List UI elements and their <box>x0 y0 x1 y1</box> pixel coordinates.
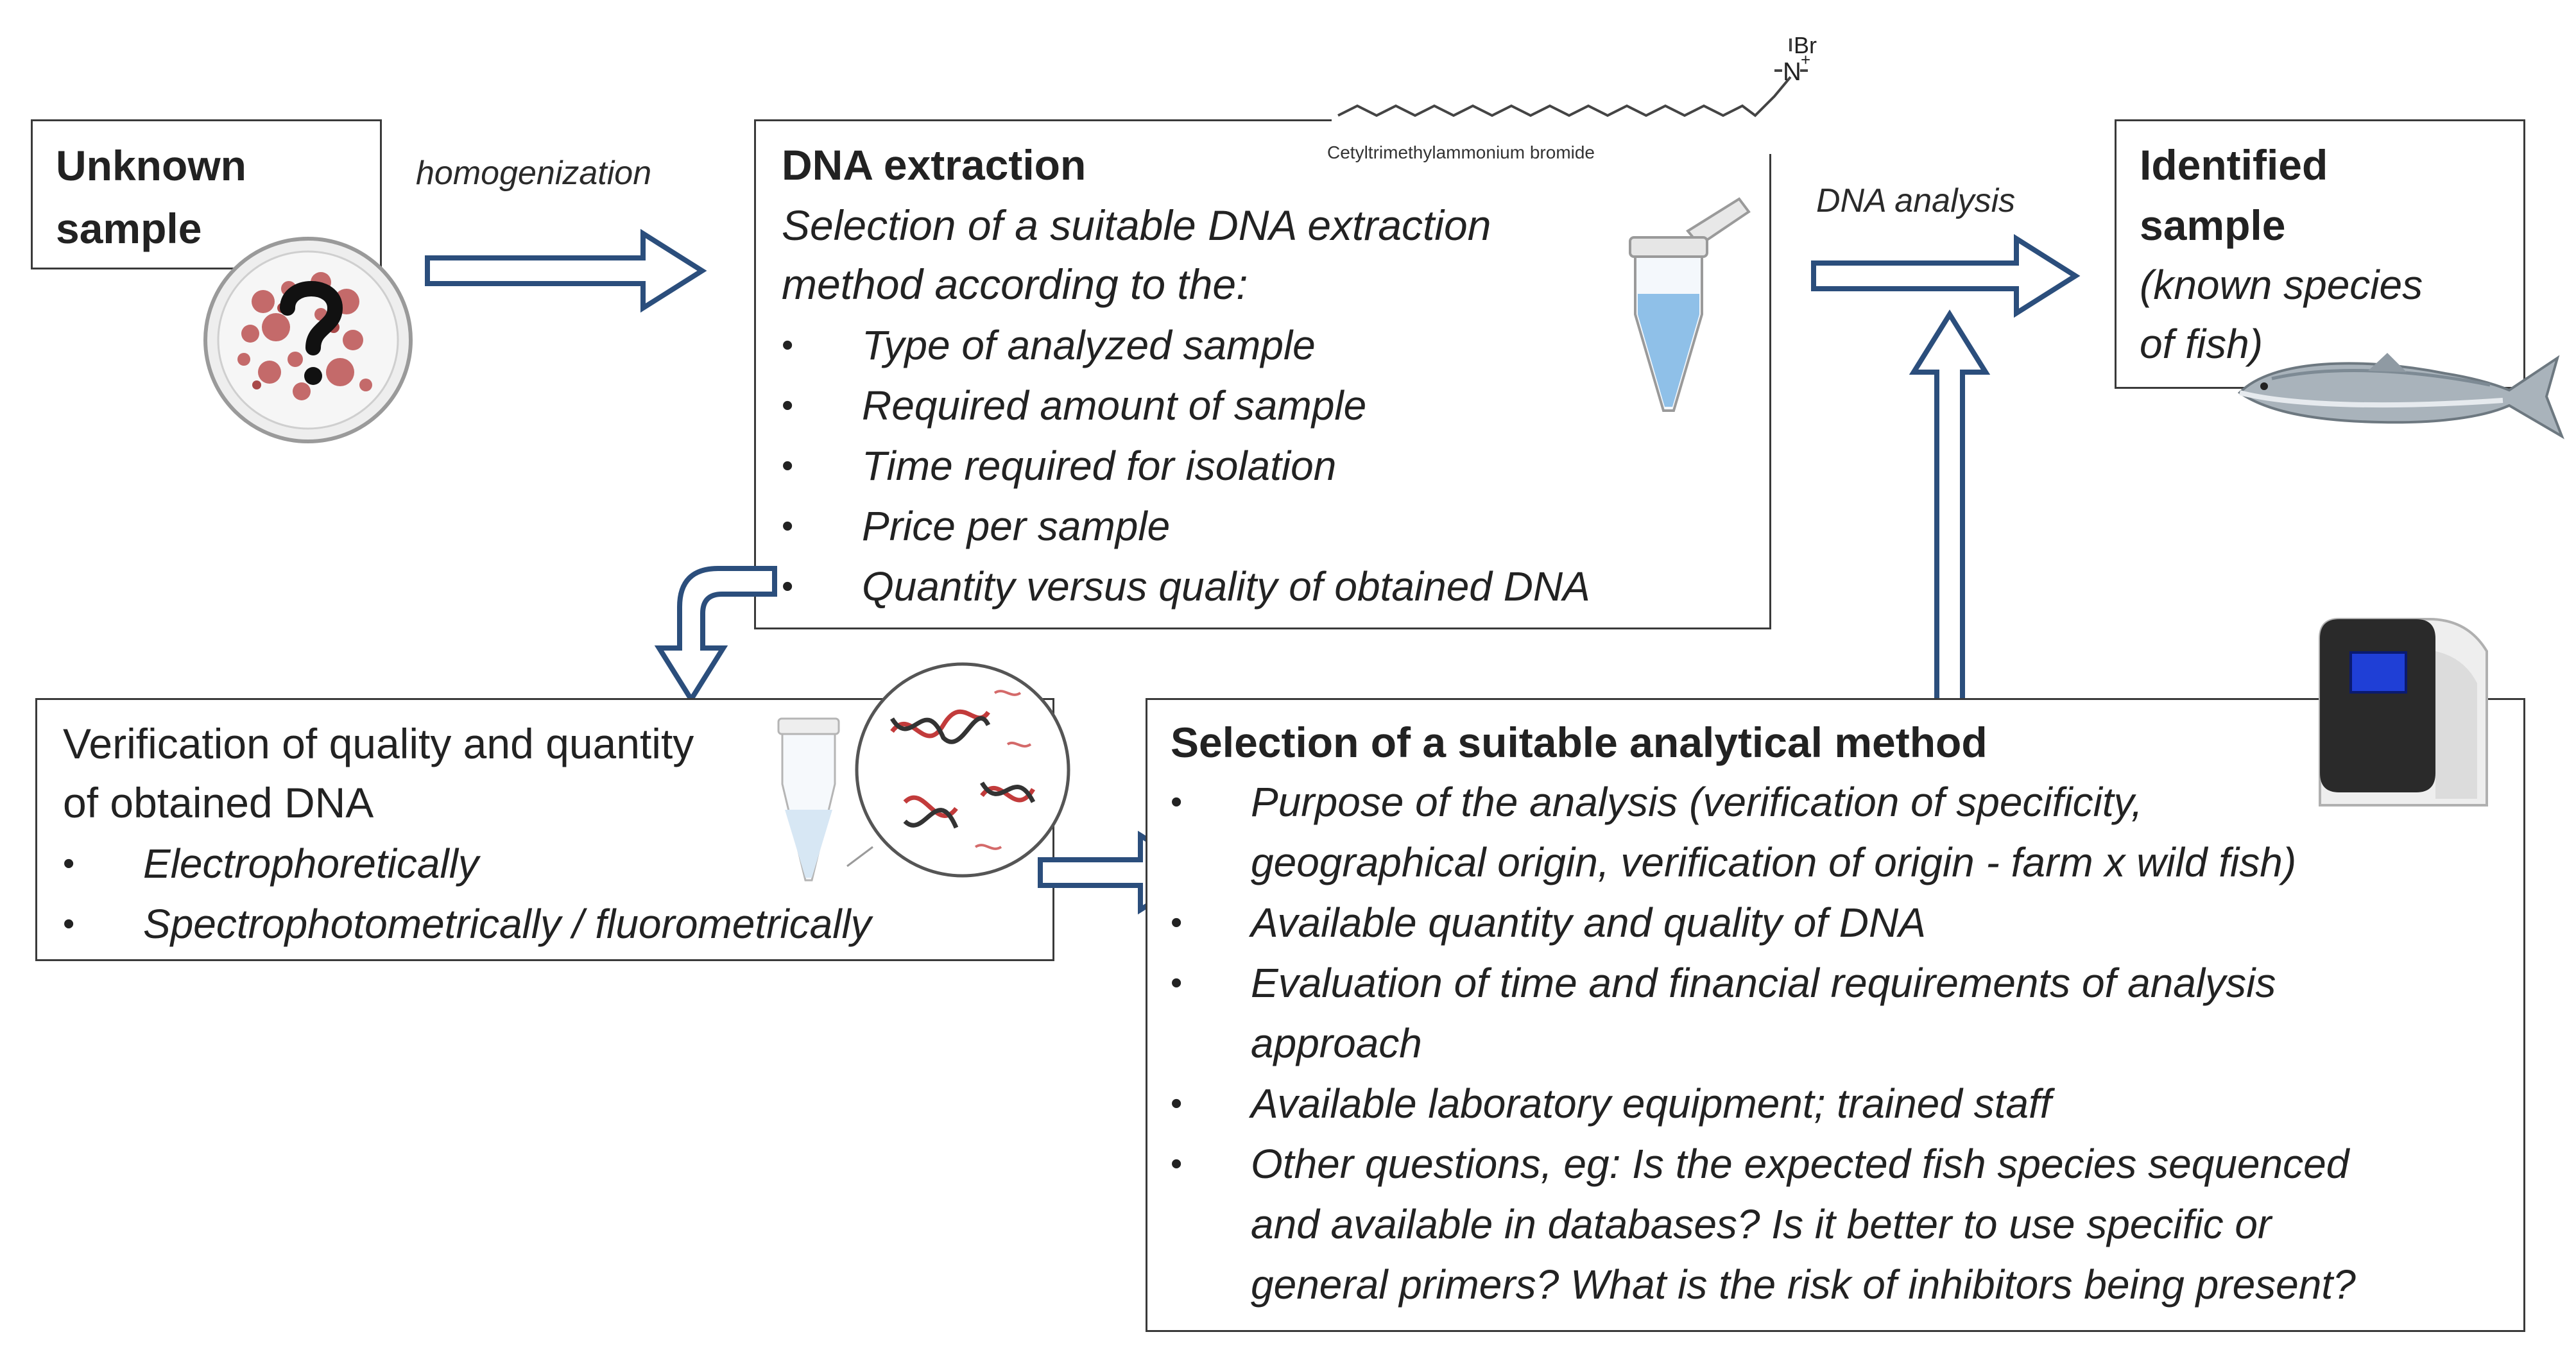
identified-sample-box: Identified sample (known species of fish… <box>2115 119 2525 389</box>
dna-helix-icon <box>846 662 1070 878</box>
ctab-structure-icon <box>1332 38 1808 154</box>
extraction-intro-line1: Selection of a suitable DNA extraction <box>782 201 1491 249</box>
analytical-bullet-list: •Purpose of the analysis (verification o… <box>1171 772 2356 1315</box>
verification-line2: of obtained DNA <box>63 779 374 826</box>
question-mark-icon <box>280 281 343 385</box>
list-item: •Purpose of the analysis (verification o… <box>1171 779 2143 825</box>
list-item: and available in databases? Is it better… <box>1251 1201 2272 1247</box>
list-item: •Time required for isolation <box>782 443 1337 489</box>
list-item: •Electrophoretically <box>63 841 479 887</box>
list-item: •Quantity versus quality of obtained DNA <box>782 563 1590 610</box>
list-item: •Other questions, eg: Is the expected fi… <box>1171 1141 2349 1187</box>
dna-extraction-title: DNA extraction <box>782 141 1086 189</box>
fish-icon <box>2237 353 2564 440</box>
unknown-sample-box: Unknown sample <box>31 119 382 269</box>
chem-label: Cetyltrimethylammonium bromide <box>1327 142 1595 162</box>
arrow-icon <box>425 228 707 313</box>
list-item: •Required amount of sample <box>782 382 1367 429</box>
extraction-intro-line2: method according to the: <box>782 260 1248 308</box>
chem-plus: + <box>1801 50 1811 69</box>
list-item: •Available quantity and quality of DNA <box>1171 900 1926 946</box>
dna-extraction-box: DNA extraction Selection of a suitable D… <box>754 119 1771 629</box>
extraction-bullet-list: •Type of analyzed sample •Required amoun… <box>782 315 1590 617</box>
list-item: •Spectrophotometrically / fluorometrical… <box>63 901 872 947</box>
dna-analysis-label: DNA analysis <box>1816 182 2016 219</box>
homogenization-label: homogenization <box>416 155 652 192</box>
arrow-icon <box>1811 234 2081 318</box>
list-item: •Evaluation of time and financial requir… <box>1171 960 2276 1006</box>
identified-sub-line1: (known species <box>2140 262 2423 308</box>
microtube-icon <box>1629 197 1751 412</box>
list-item: •Price per sample <box>782 503 1171 549</box>
arrow-icon <box>654 566 777 704</box>
analytical-method-box: Selection of a suitable analytical metho… <box>1146 698 2525 1332</box>
list-item: approach <box>1251 1020 1422 1066</box>
list-item: •Type of analyzed sample <box>782 322 1316 368</box>
identified-title-line1: Identified <box>2140 141 2328 189</box>
verification-line1: Verification of quality and quantity <box>63 720 694 767</box>
list-item: •Available laboratory equipment; trained… <box>1171 1080 2052 1127</box>
analytical-title: Selection of a suitable analytical metho… <box>1171 719 1988 766</box>
chem-n: N <box>1783 58 1801 86</box>
chem-br: Br <box>1794 32 1817 58</box>
identified-title-line2: sample <box>2140 201 2286 249</box>
pcr-machine-icon <box>2319 618 2488 807</box>
microtube-icon <box>777 717 840 882</box>
identified-sub-line2: of fish) <box>2140 321 2263 367</box>
unknown-sample-title: Unknown sample <box>56 142 246 252</box>
verification-bullet-list: •Electrophoretically •Spectrophotometric… <box>63 833 872 954</box>
arrow-icon <box>1909 309 1991 706</box>
list-item: geographical origin, verification of ori… <box>1251 839 2297 885</box>
list-item: general primers? What is the risk of inh… <box>1251 1261 2356 1308</box>
